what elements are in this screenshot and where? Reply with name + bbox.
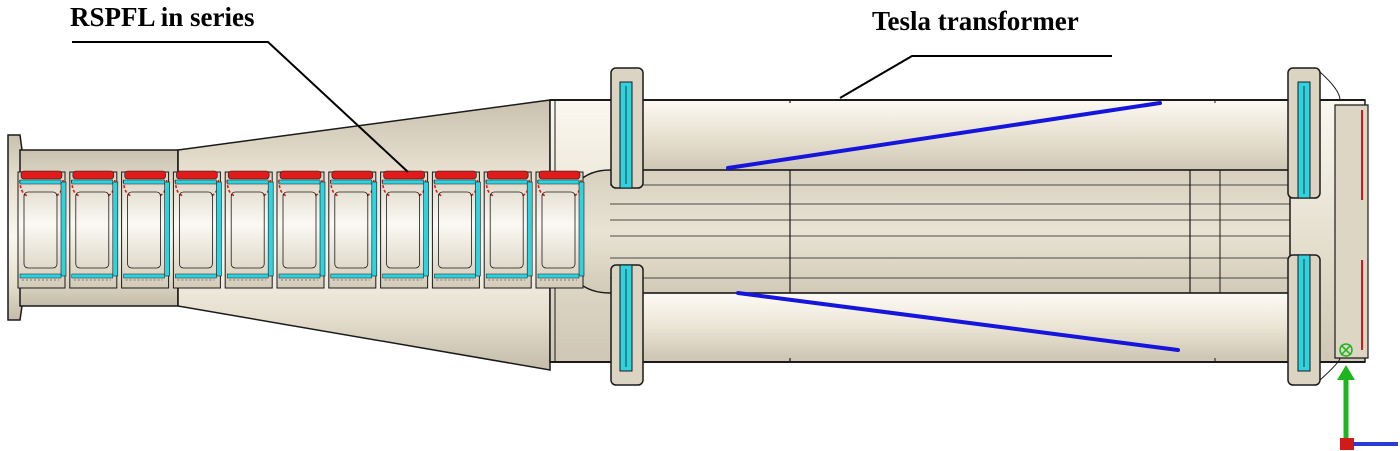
flange-left — [610, 67, 644, 386]
inner-core — [577, 149, 1306, 313]
rspfl-cell — [276, 170, 326, 289]
rspfl-cell-stack — [17, 170, 585, 289]
rspfl-cell — [172, 170, 222, 289]
rspfl-cell — [328, 170, 378, 289]
rspfl-cell — [69, 170, 119, 289]
rspfl-in-series-label: RSPFL in series — [70, 2, 255, 32]
right-end-cap — [1334, 104, 1369, 359]
rspfl-cell — [431, 170, 481, 289]
rspfl-cell — [483, 170, 533, 289]
tesla-leader-line — [839, 55, 1112, 99]
flange-right — [1287, 67, 1341, 386]
rspfl-leader-line — [72, 41, 409, 173]
tesla-transformer-label: Tesla transformer — [872, 6, 1079, 36]
rspfl-cell — [380, 170, 429, 289]
lower-cavity — [640, 293, 1290, 358]
rspfl-cell — [121, 170, 170, 289]
rspfl-cell — [535, 170, 585, 289]
rspfl-cell — [17, 170, 67, 289]
upper-cavity — [640, 103, 1290, 170]
coordinate-axis-triad-icon — [1337, 343, 1398, 450]
rspfl-cell — [224, 170, 274, 289]
primary-winding-lower — [736, 291, 1180, 352]
primary-winding-upper — [726, 101, 1162, 170]
